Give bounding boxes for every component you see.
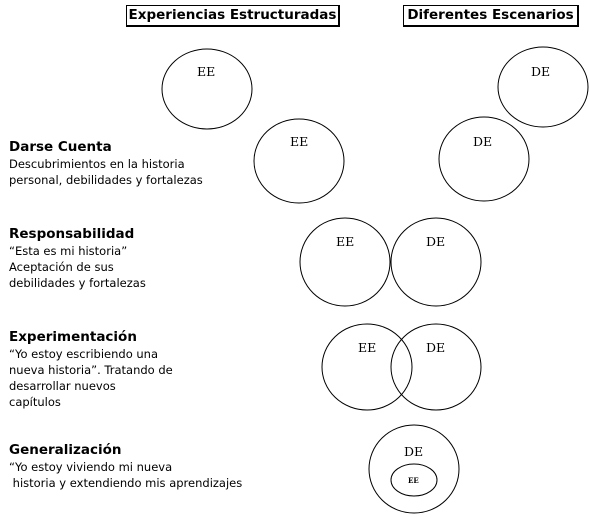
label-ee-1: EE bbox=[197, 64, 215, 79]
circle-ee-3 bbox=[299, 217, 391, 307]
label-de-4: DE bbox=[426, 340, 445, 355]
stage-line: historia y extendiendo mis aprendizajes bbox=[9, 476, 243, 490]
stage-title: Experimentación bbox=[9, 329, 137, 345]
label-ee-2: EE bbox=[290, 134, 308, 149]
stage-line: “Yo estoy viviendo mi nueva bbox=[9, 460, 173, 474]
label-ee-4: EE bbox=[358, 340, 376, 355]
stage-generalizacion: Generalización “Yo estoy viviendo mi nue… bbox=[9, 441, 299, 491]
label-de-3: DE bbox=[426, 234, 445, 249]
circle-ee-2 bbox=[253, 118, 345, 204]
stage-line: Aceptación de sus bbox=[9, 260, 114, 274]
stage-experimentacion: Experimentación “Yo estoy escribiendo un… bbox=[9, 328, 299, 410]
stage-line: “Yo estoy escribiendo una bbox=[9, 347, 159, 361]
stage-responsabilidad: Responsabilidad “Esta es mi historia” Ac… bbox=[9, 225, 299, 291]
stage-title: Responsabilidad bbox=[9, 226, 135, 242]
circle-de-2 bbox=[438, 116, 530, 202]
circle-ee-4 bbox=[321, 323, 413, 411]
stage-line: personal, debilidades y fortalezas bbox=[9, 173, 203, 187]
circle-ee-1 bbox=[161, 48, 253, 130]
circle-de-5 bbox=[368, 424, 460, 514]
circle-ee-5-inner bbox=[390, 463, 438, 497]
label-ee-5: EE bbox=[408, 476, 419, 485]
label-ee-3: EE bbox=[336, 234, 354, 249]
label-de-5: DE bbox=[404, 444, 423, 459]
header-experiencias-estructuradas: Experiencias Estructuradas bbox=[126, 5, 340, 27]
stage-line: debilidades y fortalezas bbox=[9, 276, 146, 290]
stage-line: nueva historia”. Tratando de bbox=[9, 363, 173, 377]
label-de-1: DE bbox=[531, 64, 550, 79]
circle-de-4 bbox=[390, 323, 482, 411]
stage-darse-cuenta: Darse Cuenta Descubrimientos en la histo… bbox=[9, 138, 299, 188]
stage-title: Generalización bbox=[9, 442, 122, 458]
stage-line: capítulos bbox=[9, 395, 61, 409]
circle-de-3 bbox=[390, 217, 482, 307]
stage-line: Descubrimientos en la historia bbox=[9, 157, 185, 171]
stage-line: “Esta es mi historia” bbox=[9, 244, 128, 258]
header-diferentes-escenarios: Diferentes Escenarios bbox=[403, 5, 579, 27]
label-de-2: DE bbox=[473, 134, 492, 149]
stage-title: Darse Cuenta bbox=[9, 139, 112, 155]
circle-de-1 bbox=[497, 46, 589, 128]
stage-line: desarrollar nuevos bbox=[9, 379, 116, 393]
